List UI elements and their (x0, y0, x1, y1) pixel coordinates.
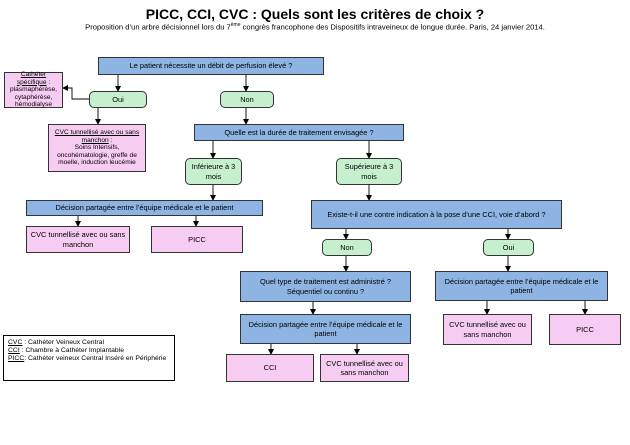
outcome-cvc-tunnellise-center: CVC tunnellisé avec ou sans manchon (320, 354, 409, 382)
outcome-cvc-tunnellise-right: CVC tunnellisé avec ou sans manchon (443, 314, 532, 345)
outcome-picc-right: PICC (549, 314, 621, 345)
arrow-oui-catheter (62, 85, 89, 100)
decision-partagee-left: Décision partagée entre l’équipe médical… (26, 200, 263, 216)
outcome-cci: CCI (226, 354, 314, 382)
catheter-specifique-body: plasmaphérèse, cytaphérèse, hémodialyse (10, 86, 57, 109)
question-type-traitement: Quel type de traitement est administré ?… (240, 271, 411, 302)
abbreviation-legend: CVC : Cathéter Veineux Central CCI : Cha… (3, 335, 175, 381)
outcome-cvc-tunnellise-left: CVC tunnellisé avec ou sans manchon (26, 226, 130, 253)
legend-entry-cvc: CVC : Cathéter Veineux Central (8, 339, 104, 346)
page-subtitle: Proposition d’un arbre décisionnel lors … (85, 22, 545, 32)
cvc-tunnellise-body: Soins Intensifs, oncohématologie, greffe… (57, 144, 137, 167)
question-contre-indication: Existe-t-il une contre indication à la p… (311, 200, 562, 229)
decision-partagee-center: Décision partagée entre l’équipe médical… (240, 314, 411, 344)
outcome-catheter-specifique: Cathéter spécifique : plasmaphérèse, cyt… (4, 71, 63, 109)
answer-oui-debit: Oui (89, 91, 147, 108)
cvc-tunnellise-title: CVC tunnellisé avec ou sans manchon (54, 129, 140, 144)
answer-inferieure-3-mois: Inférieure à 3 mois (185, 158, 242, 185)
decision-partagee-right: Décision partagée entre l’équipe médical… (435, 271, 608, 301)
page-title: PICC, CCI, CVC : Quels sont les critères… (145, 6, 485, 22)
answer-non-debit: Non (220, 91, 274, 108)
question-debit-perfusion: Le patient nécessite un débit de perfusi… (98, 57, 324, 75)
catheter-specifique-title: Cathéter spécifique (16, 71, 47, 86)
answer-oui-contre: Oui (483, 239, 534, 256)
legend-entry-cci: CCI : Chambre à Cathéter Implantable (8, 347, 124, 355)
answer-superieure-3-mois: Supérieure à 3 mois (336, 158, 402, 185)
outcome-cvc-tunnellise-soins-intensifs: CVC tunnellisé avec ou sans manchon : So… (48, 124, 146, 172)
outcome-picc-left: PICC (151, 226, 243, 253)
legend-entry-picc: PICC: Cathéter veineux Central Inséré en… (8, 355, 167, 363)
question-duree-traitement: Quelle est la durée de traitement envisa… (194, 124, 404, 141)
answer-non-contre: Non (322, 239, 372, 256)
